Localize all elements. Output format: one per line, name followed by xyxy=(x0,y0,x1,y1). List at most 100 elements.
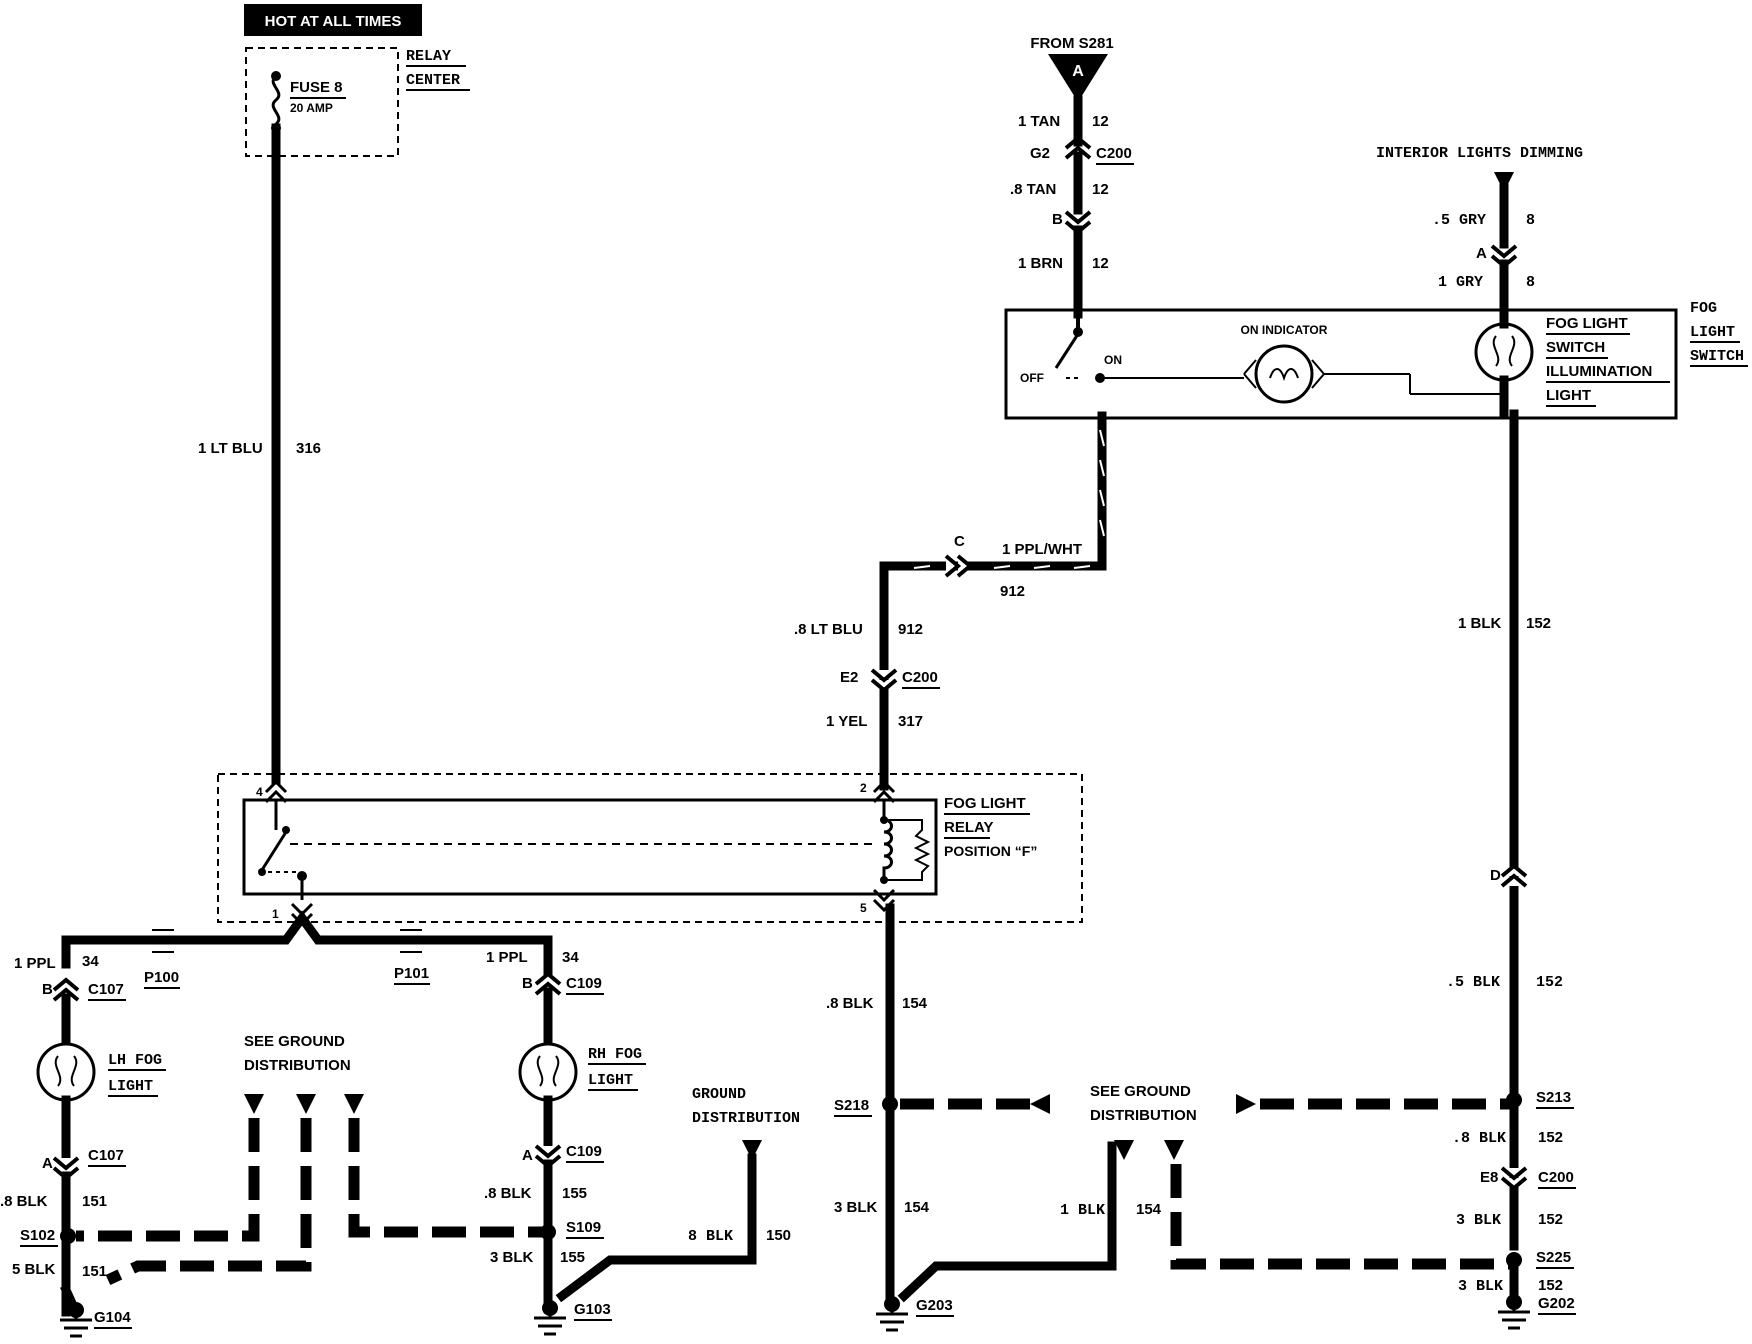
b-r: B xyxy=(522,975,533,992)
e8: E8 xyxy=(1480,1169,1498,1186)
relay-center-box xyxy=(245,47,399,157)
conn-a-gry: A xyxy=(1476,245,1487,262)
c200-a: C200 xyxy=(1096,145,1132,162)
c200-e2-connector xyxy=(870,668,898,693)
c200-c: C200 xyxy=(1538,1169,1574,1186)
ltblu8: .8 LT BLU xyxy=(794,621,863,638)
source-terminal: A xyxy=(1072,63,1084,80)
relay-pin-1: 1 xyxy=(272,907,279,921)
blk154-num: 154 xyxy=(902,995,928,1012)
blk1-154: 1 BLK xyxy=(1060,1202,1105,1219)
g104: G104 xyxy=(94,1309,131,1326)
relay-pin-5: 5 xyxy=(860,901,867,915)
s225: S225 xyxy=(1536,1249,1571,1266)
dimming-label: INTERIOR LIGHTS DIMMING xyxy=(1376,145,1583,162)
c107-a: C107 xyxy=(88,981,124,998)
pplwht: 1 PPL/WHT xyxy=(1002,541,1082,558)
switch-title-3: SWITCH xyxy=(1690,348,1744,365)
blk1-152: 1 BLK xyxy=(1458,615,1502,632)
on-indicator-label: ON INDICATOR xyxy=(1241,323,1328,337)
gd-arrow-150 xyxy=(742,1140,762,1160)
relay-outer-box xyxy=(217,773,1083,923)
dimming-arrow xyxy=(1494,172,1514,192)
ppl-r-num: 34 xyxy=(562,949,579,966)
w8tan: .8 TAN xyxy=(1010,181,1056,198)
g103: G103 xyxy=(574,1301,611,1318)
blk8-g-num: 150 xyxy=(766,1227,791,1244)
gd-arrow-c2 xyxy=(1164,1140,1184,1160)
relay-contact-arm xyxy=(260,831,288,871)
yel: 1 YEL xyxy=(826,713,867,730)
switch-title-1: FOG xyxy=(1690,300,1717,317)
s213: S213 xyxy=(1536,1089,1571,1106)
a-r: A xyxy=(522,1147,533,1164)
blk8-r-num: 155 xyxy=(562,1185,587,1202)
conn-c: C xyxy=(954,533,965,550)
blk8-152-num: 152 xyxy=(1538,1129,1563,1146)
p101: P101 xyxy=(394,965,429,982)
g202: G202 xyxy=(1538,1295,1575,1312)
w1tan-num: 12 xyxy=(1092,113,1109,130)
ppl-r: 1 PPL xyxy=(486,949,528,966)
g203: G203 xyxy=(916,1297,953,1314)
b-l: B xyxy=(42,981,53,998)
c109-b-connector xyxy=(534,971,562,996)
see-ground-3: SEE GROUND xyxy=(1090,1083,1191,1100)
w8tan-num: 12 xyxy=(1092,181,1109,198)
blk5-152: .5 BLK xyxy=(1446,974,1500,991)
source-arrow xyxy=(1048,54,1108,102)
c109-a: C109 xyxy=(566,975,602,992)
g203-ground xyxy=(876,1312,908,1332)
blk3-152-num: 152 xyxy=(1538,1211,1563,1228)
w5gry: .5 GRY xyxy=(1432,212,1486,229)
switch-off: OFF xyxy=(1020,371,1044,385)
relay-pin-2: 2 xyxy=(860,781,867,795)
c107-b-connector xyxy=(52,977,80,1002)
blk8-l-num: 151 xyxy=(82,1193,107,1210)
rh-fog-2: LIGHT xyxy=(588,1072,633,1089)
gd-label-2: DISTRIBUTION xyxy=(692,1110,800,1127)
relay-title-3: POSITION “F” xyxy=(944,843,1037,859)
connector-c xyxy=(944,554,974,578)
gd-arrow-left xyxy=(1030,1094,1050,1114)
fuse-label: FUSE 8 xyxy=(290,79,343,96)
s218-splice xyxy=(882,1096,898,1112)
see-ground-2: DISTRIBUTION xyxy=(244,1057,351,1074)
conn-d: D xyxy=(1490,867,1501,884)
s102: S102 xyxy=(20,1227,55,1244)
lh-fog-2: LIGHT xyxy=(108,1078,153,1095)
illumination-lamp xyxy=(1474,322,1534,382)
blk1-152-num: 152 xyxy=(1526,615,1551,632)
blk8-g: 8 BLK xyxy=(688,1228,733,1245)
g104-ground xyxy=(60,1318,92,1338)
s102-splice xyxy=(60,1228,76,1244)
w1brn-num: 12 xyxy=(1092,255,1109,272)
gd-arrow-2 xyxy=(296,1094,316,1114)
wire-316-label: 1 LT BLU xyxy=(198,440,263,457)
blk8-r: .8 BLK xyxy=(484,1185,532,1202)
illum-label-4: LIGHT xyxy=(1546,387,1591,404)
switch-title-2: LIGHT xyxy=(1690,324,1735,341)
blk3-154: 3 BLK xyxy=(834,1199,878,1216)
e2: E2 xyxy=(840,669,858,686)
relay-title-1: FOG LIGHT xyxy=(944,795,1026,812)
w5gry-num: 8 xyxy=(1526,212,1535,229)
blk1-154-num: 154 xyxy=(1136,1201,1162,1218)
blk3-r-num: 155 xyxy=(560,1249,585,1266)
gd-arrow-c1 xyxy=(1114,1140,1134,1160)
see-ground-1: SEE GROUND xyxy=(244,1033,345,1050)
p100: P100 xyxy=(144,969,179,986)
pplwht-num: 912 xyxy=(1000,583,1025,600)
switch-on: ON xyxy=(1104,353,1122,367)
g2: G2 xyxy=(1030,145,1050,162)
blk5-152-num: 152 xyxy=(1536,974,1563,991)
fuse-symbol xyxy=(271,74,281,126)
illum-label-1: FOG LIGHT xyxy=(1546,315,1628,332)
ppl-l: 1 PPL xyxy=(14,955,56,972)
fog-light-switch-box xyxy=(1004,308,1678,420)
s109: S109 xyxy=(566,1219,601,1236)
g103-ground xyxy=(534,1316,566,1336)
relay-inner-box xyxy=(242,798,938,896)
w1gry: 1 GRY xyxy=(1438,274,1483,291)
